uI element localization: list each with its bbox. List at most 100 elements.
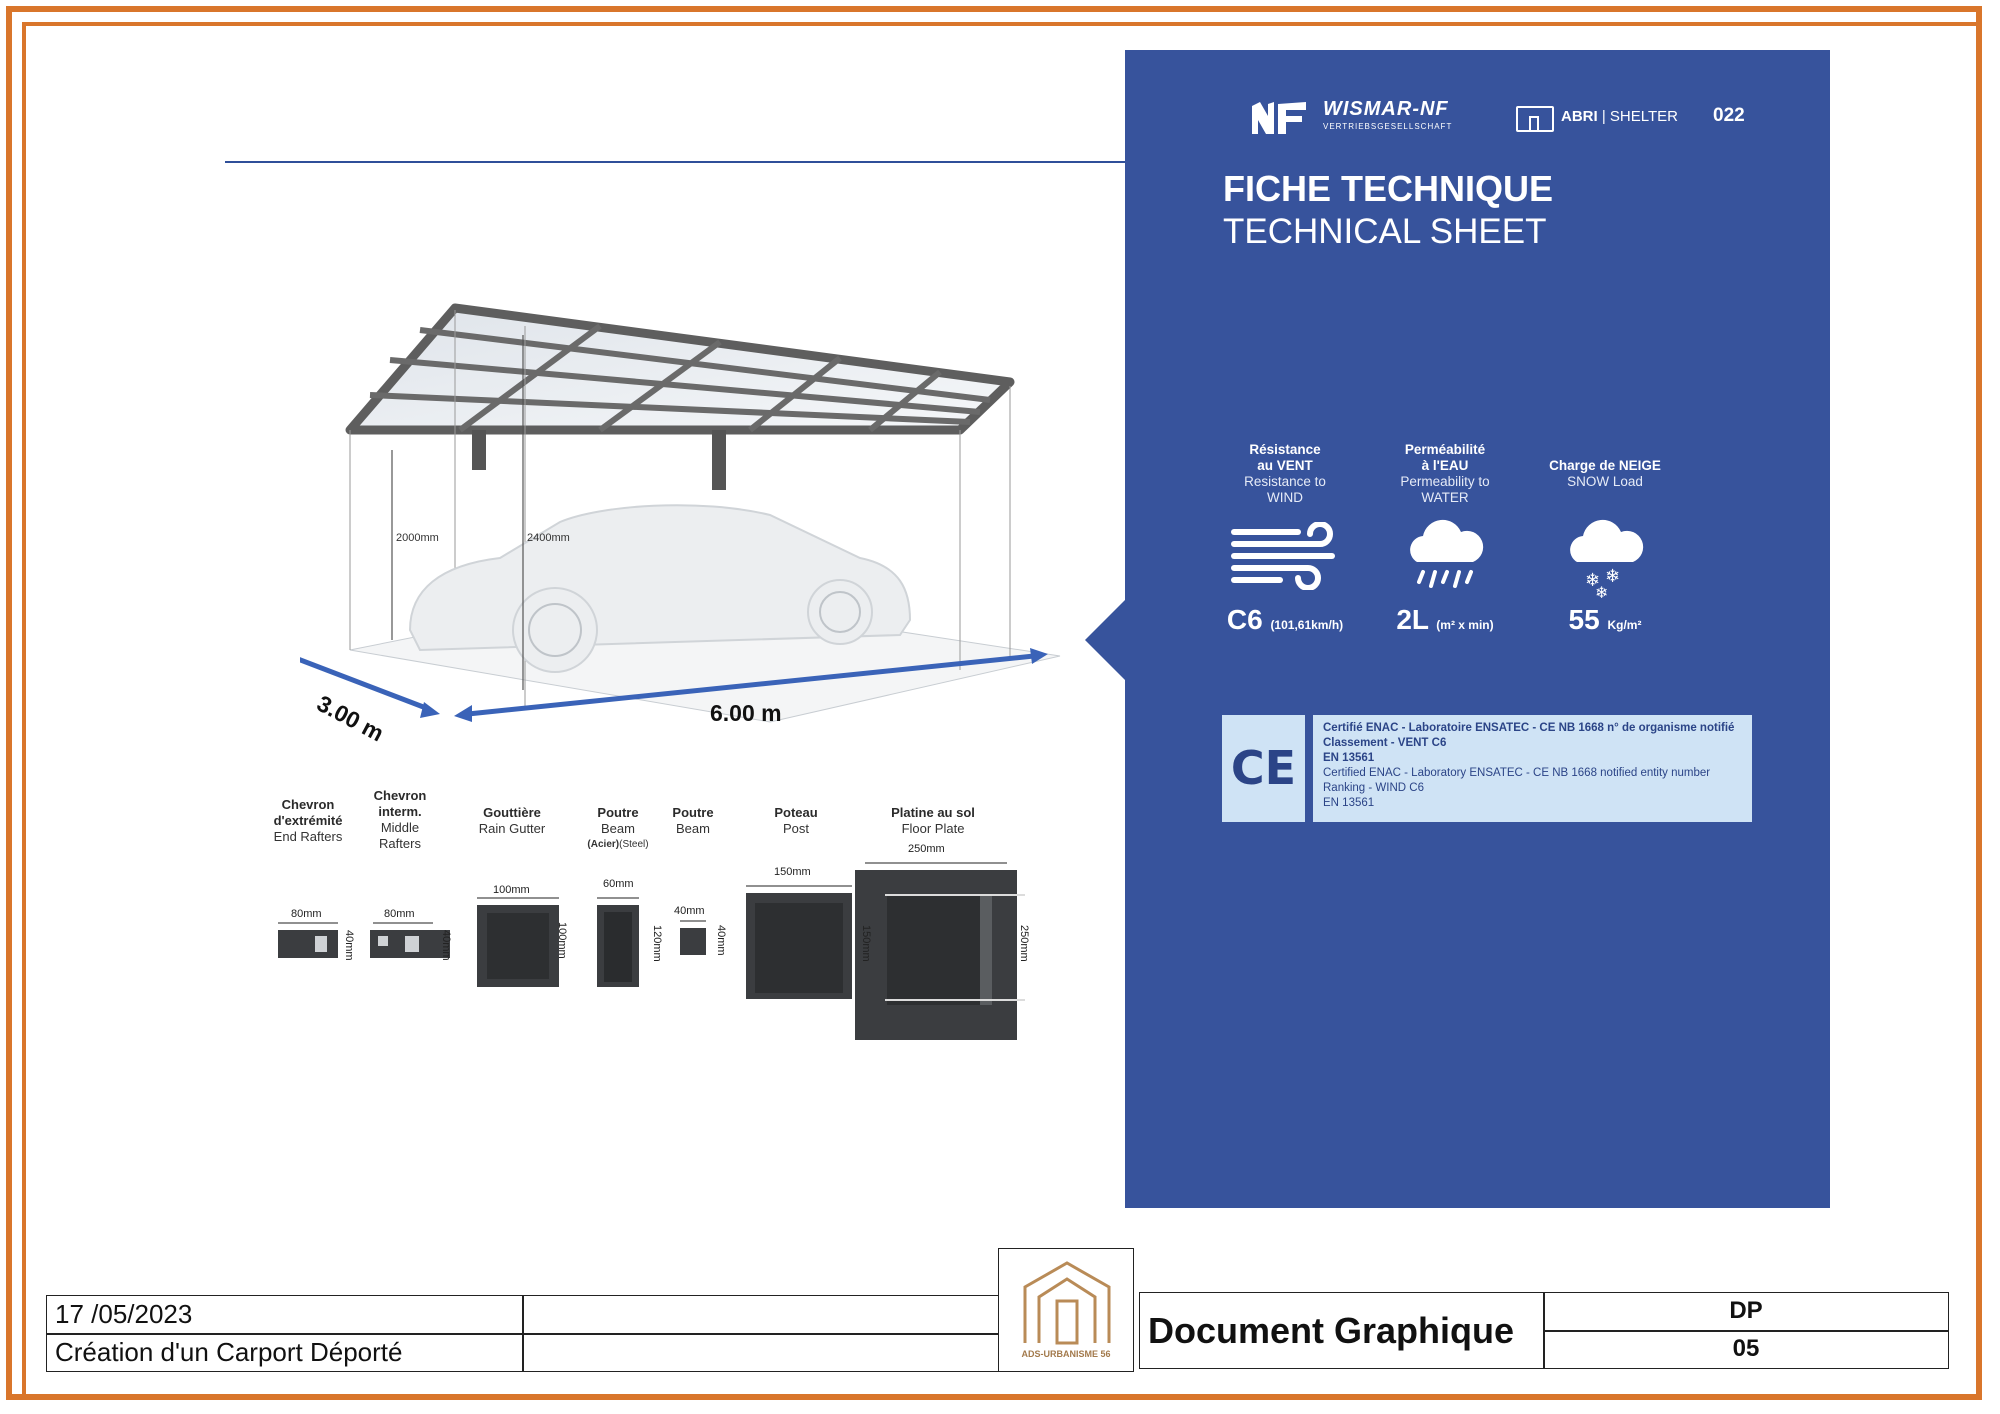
sheet-category: ABRI | SHELTER <box>1561 108 1678 125</box>
profile-name-en: End Rafters <box>273 829 343 844</box>
sheet-title-en: TECHNICAL SHEET <box>1223 212 1547 251</box>
category-en: SHELTER <box>1609 108 1678 125</box>
profile-note-fr: (Acier) <box>587 839 620 850</box>
shelter-icon <box>1516 106 1554 132</box>
dim-w-middle-rafter: 80mm <box>384 908 415 920</box>
perf-title-1: Perméabilité <box>1404 442 1486 457</box>
cert-text: Certifié ENAC - Laboratoire ENSATEC - CE… <box>1313 715 1752 822</box>
cert-fr-2: Classement - VENT C6 <box>1323 737 1447 749</box>
dim-w-floor-plate: 250mm <box>908 843 945 855</box>
perf-value-main: 2L <box>1396 604 1429 635</box>
dim-w-post: 150mm <box>774 866 811 878</box>
house-logo-icon <box>1023 1261 1111 1345</box>
technical-sheet: WISMAR-NF VERTRIEBSGESELLSCHAFT ABRI | S… <box>1125 50 1830 1208</box>
profile-label-beam: Poutre Beam <box>658 805 728 837</box>
page-number: 05 <box>1732 1335 1760 1362</box>
profile-name-en: Beam <box>601 821 635 836</box>
dim-w-gutter: 100mm <box>493 884 530 896</box>
dim-h-steel-beam: 120mm <box>651 925 663 962</box>
wind-icon <box>1231 522 1335 590</box>
perf-title-2: à l'EAU <box>1421 458 1469 473</box>
company-logo: ADS-URBANISME 56 <box>998 1248 1134 1372</box>
profile-label-steel-beam: Poutre Beam (Acier)(Steel) <box>578 805 658 853</box>
perf-value: 55 Kg/m² <box>1510 604 1700 636</box>
profile-name-fr-2: d'extrémité <box>273 813 343 828</box>
perf-sub-2: WATER <box>1421 490 1469 505</box>
svg-text:❄: ❄ <box>1605 566 1620 587</box>
height-back-label: 2400mm <box>527 532 570 544</box>
title-block-divider-right <box>1543 1330 1949 1332</box>
dim-w-steel-beam: 60mm <box>603 878 634 890</box>
inner-frame <box>22 22 1980 1398</box>
profile-label-floor-plate: Platine au sol Floor Plate <box>868 805 998 837</box>
dim-h-post: 150mm <box>860 925 872 962</box>
profile-label-middle-rafters: Chevron interm. Middle Rafters <box>355 788 445 852</box>
length-dimension: 6.00 m <box>710 700 782 726</box>
sheet-number: 022 <box>1713 105 1745 126</box>
profile-name-fr: Platine au sol <box>891 805 975 820</box>
sheet-notch <box>1085 598 1127 682</box>
profile-name-en: Floor Plate <box>901 821 965 836</box>
perf-title-2: au VENT <box>1257 458 1313 473</box>
brand-subtitle: VERTRIEBSGESELLSCHAFT <box>1323 122 1453 131</box>
height-front-label: 2000mm <box>396 532 439 544</box>
cert-en-2: Ranking - WIND C6 <box>1323 782 1424 794</box>
perf-unit: (m² x min) <box>1436 618 1494 632</box>
document-code: DP <box>1729 1297 1763 1324</box>
end-rafter-section <box>278 930 338 958</box>
profile-name-fr-2: interm. <box>378 804 422 819</box>
profile-name-fr: Chevron <box>373 788 427 803</box>
dim-h-gutter: 100mm <box>556 922 568 959</box>
profile-name-fr: Poutre <box>597 805 639 820</box>
perf-sub-1: SNOW Load <box>1567 474 1643 489</box>
perf-water: Perméabilité à l'EAU Permeability to WAT… <box>1350 442 1540 635</box>
nf-logo-icon <box>1252 102 1306 134</box>
perf-unit: Kg/m² <box>1607 618 1642 632</box>
profile-note-en: (Steel) <box>619 839 649 850</box>
perf-title-1: Charge de NEIGE <box>1549 458 1661 473</box>
perf-value-main: 55 <box>1568 604 1600 635</box>
cert-fr-3: EN 13561 <box>1323 752 1375 764</box>
dim-w-beam: 40mm <box>674 905 705 917</box>
logo-text: ADS-URBANISME 56 <box>1021 1349 1111 1359</box>
perf-sub-1: Resistance to <box>1244 474 1326 489</box>
dim-w-end-rafter: 80mm <box>291 908 322 920</box>
svg-text:❄: ❄ <box>1595 583 1608 600</box>
perf-value: 2L (m² x min) <box>1350 604 1540 636</box>
ce-mark-icon: CE <box>1222 715 1305 822</box>
ce-certification: CE Certifié ENAC - Laboratoire ENSATEC -… <box>1222 715 1752 822</box>
perf-unit: (101,61km/h) <box>1270 618 1344 632</box>
title-block-col <box>522 1295 524 1372</box>
profile-name-fr: Poutre <box>672 805 714 820</box>
cert-en-3: EN 13561 <box>1323 797 1375 809</box>
profile-sections <box>278 862 1025 1040</box>
profile-name-en-2: Rafters <box>379 836 421 851</box>
dim-h-middle-rafter: 40mm <box>440 930 452 961</box>
cert-fr-1: Certifié ENAC - Laboratoire ENSATEC - CE… <box>1323 722 1735 734</box>
category-fr: ABRI <box>1561 108 1598 125</box>
profile-note: (Acier)(Steel) <box>578 837 658 853</box>
profile-name-fr: Poteau <box>774 805 818 820</box>
date-field: 17 /05/2023 <box>55 1299 193 1329</box>
sheet-title-fr: FICHE TECHNIQUE <box>1223 168 1554 209</box>
brand-name: WISMAR-NF <box>1323 98 1449 120</box>
perf-value-main: C6 <box>1226 604 1263 635</box>
middle-rafter-section <box>370 930 450 958</box>
profile-name-fr: Chevron <box>281 797 335 812</box>
project-title: Création d'un Carport Déporté <box>55 1337 403 1367</box>
carport-illustration <box>300 303 1061 723</box>
profile-label-gutter: Gouttière Rain Gutter <box>462 805 562 837</box>
perf-sub-1: Permeability to <box>1400 474 1490 489</box>
document-type: Document Graphique <box>1148 1310 1515 1351</box>
profile-label-end-rafters: Chevron d'extrémité End Rafters <box>258 797 358 845</box>
profile-label-post: Poteau Post <box>756 805 836 837</box>
profile-name-en: Middle <box>380 820 420 835</box>
dim-h-floor-plate: 250mm <box>1018 925 1030 962</box>
perf-value: C6 (101,61km/h) <box>1190 604 1380 636</box>
snow-cloud-icon: ❄ ❄ ❄ <box>1570 519 1644 600</box>
dim-h-end-rafter: 40mm <box>343 930 355 961</box>
cert-en-1: Certified ENAC - Laboratory ENSATEC - CE… <box>1323 767 1711 779</box>
perf-sub-2: WIND <box>1267 490 1303 505</box>
profile-name-en: Post <box>782 821 809 836</box>
header-rule <box>225 161 1750 163</box>
